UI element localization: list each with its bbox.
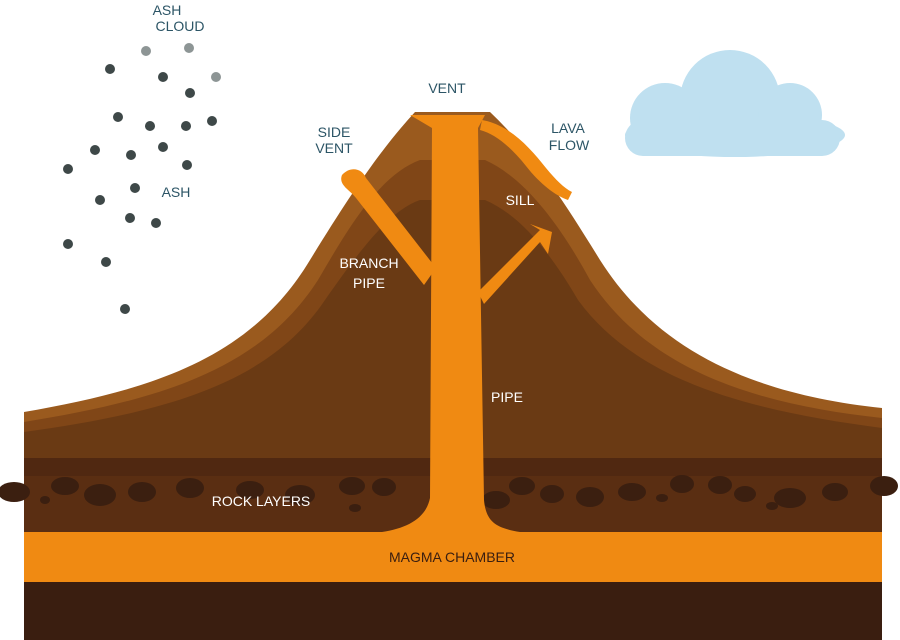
side-vent-label-line1: SIDE: [318, 124, 351, 140]
branch-pipe-label-line2: PIPE: [353, 275, 385, 291]
lava-flow-label-line1: LAVA: [551, 120, 585, 136]
branch-pipe-label-line1: BRANCH: [339, 255, 398, 271]
magma-chamber-label: MAGMA CHAMBER: [389, 549, 515, 565]
ash-cloud-label-line1: ASH: [153, 2, 182, 18]
magma-chamber: [24, 530, 882, 582]
ash-cloud-label-line2: CLOUD: [155, 18, 204, 34]
lava-flow: [480, 120, 572, 200]
rock-layers-label: ROCK LAYERS: [212, 493, 311, 509]
side-vent-label-line2: VENT: [315, 140, 353, 156]
pipe-label: PIPE: [491, 389, 523, 405]
deep-ground: [24, 580, 882, 640]
main-pipe: [382, 115, 520, 532]
vent-label: VENT: [428, 80, 466, 96]
side-vent-branch: [341, 169, 436, 285]
sill-label: SILL: [506, 192, 535, 208]
rock-pebbles: [0, 475, 898, 512]
lava-flow-label-line2: FLOW: [549, 137, 590, 153]
sill-branch: [478, 224, 552, 304]
ash-label: ASH: [162, 184, 191, 200]
ash-particles: [63, 43, 221, 314]
cloud: [625, 50, 845, 157]
